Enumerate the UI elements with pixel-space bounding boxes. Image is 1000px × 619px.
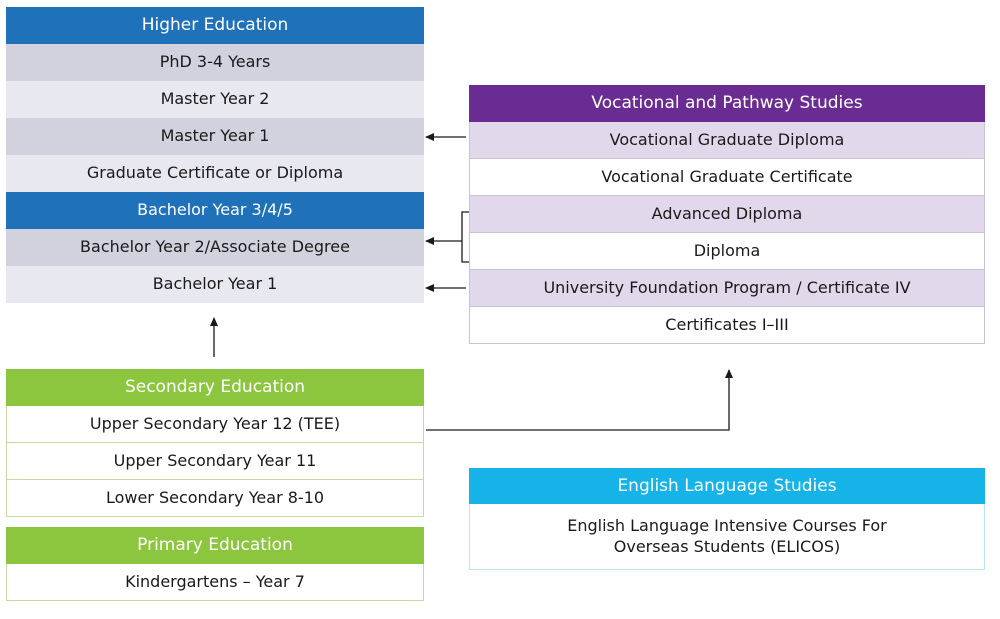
list-item-certificates-i-iii: Certificates I–III <box>469 307 985 344</box>
primary-education-header: Primary Education <box>6 527 424 564</box>
english-language-header: English Language Studies <box>469 468 985 504</box>
primary-education-block: Primary Education Kindergartens – Year 7 <box>6 527 424 601</box>
vocational-header: Vocational and Pathway Studies <box>469 85 985 122</box>
list-item-master-year-2: Master Year 2 <box>6 81 424 118</box>
list-item-graduate-certificate: Graduate Certificate or Diploma <box>6 155 424 192</box>
list-item-upper-secondary-year-12: Upper Secondary Year 12 (TEE) <box>6 406 424 443</box>
list-item-diploma: Diploma <box>469 233 985 270</box>
higher-education-block: Higher Education PhD 3-4 Years Master Ye… <box>6 7 424 303</box>
list-item-university-foundation: University Foundation Program / Certific… <box>469 270 985 307</box>
list-item-lower-secondary: Lower Secondary Year 8-10 <box>6 480 424 517</box>
secondary-education-block: Secondary Education Upper Secondary Year… <box>6 369 424 517</box>
list-item-bachelor-year-1: Bachelor Year 1 <box>6 266 424 303</box>
bracket-advanced-diploma-diploma <box>461 211 469 263</box>
secondary-education-header: Secondary Education <box>6 369 424 406</box>
vocational-block: Vocational and Pathway Studies Vocationa… <box>469 85 985 344</box>
english-language-body: English Language Intensive Courses For O… <box>469 504 985 570</box>
list-item-vocational-graduate-certificate: Vocational Graduate Certificate <box>469 159 985 196</box>
list-item-phd: PhD 3-4 Years <box>6 44 424 81</box>
elicos-line-2: Overseas Students (ELICOS) <box>613 536 841 556</box>
list-item-upper-secondary-year-11: Upper Secondary Year 11 <box>6 443 424 480</box>
list-item-kindergartens: Kindergartens – Year 7 <box>6 564 424 601</box>
list-item-vocational-graduate-diploma: Vocational Graduate Diploma <box>469 122 985 159</box>
higher-education-header: Higher Education <box>6 7 424 44</box>
list-item-bachelor-year-3-4-5: Bachelor Year 3/4/5 <box>6 192 424 229</box>
arrow-year-12-to-vocational <box>426 369 733 431</box>
elicos-line-1: English Language Intensive Courses For <box>567 515 887 535</box>
list-item-bachelor-year-2: Bachelor Year 2/Associate Degree <box>6 229 424 266</box>
english-language-block: English Language Studies English Languag… <box>469 468 985 570</box>
list-item-advanced-diploma: Advanced Diploma <box>469 196 985 233</box>
list-item-master-year-1: Master Year 1 <box>6 118 424 155</box>
